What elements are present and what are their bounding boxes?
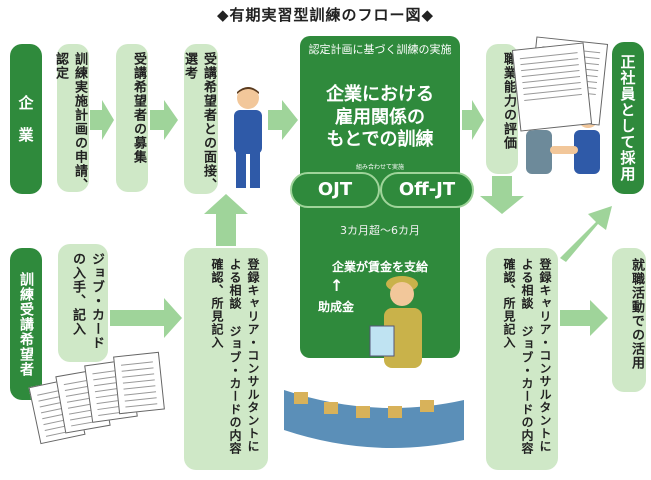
step-job-search: 就職活動での活用 [612, 248, 646, 392]
company-label: 企 業 [10, 44, 42, 194]
center-wage: 企業が賃金を支給 [331, 260, 428, 274]
arrow-evaluate-down [480, 176, 524, 214]
step-hire: 正社員として採用 [612, 42, 644, 194]
ojt-text: OJT [317, 179, 353, 200]
worker-illustration [369, 276, 422, 368]
center-heading-line2: 雇用関係の [335, 106, 425, 128]
combine-caption: 組み合わせて実施 [350, 162, 410, 171]
offjt-text: Off-JT [398, 179, 456, 200]
step-hire-text: 正社員として採用 [618, 54, 637, 182]
jobcard-doc-4 [113, 351, 165, 415]
step-jobcard: ジョブ・カードの入手、記入 [58, 244, 108, 362]
step-consult-1: 登録キャリア・コンサルタントによる相談 ジョブ・カードの内容確認、所見記入 [184, 248, 268, 470]
step-apply-text: 訓練実施計画の申請、認定 [53, 52, 87, 192]
step-evaluate-text: 職業能力の評価 [501, 52, 516, 150]
step-recruit: 受講希望者の募集 [116, 44, 148, 192]
arrow-center-evaluate [462, 100, 484, 140]
arrow-up-hire [560, 206, 612, 262]
step-interview-text: 受講希望者との面接、選考 [182, 52, 216, 192]
step-jobcard-text: ジョブ・カードの入手、記入 [70, 252, 104, 350]
step-consult-2-text: 登録キャリア・コンサルタントによる相談 ジョブ・カードの内容確認、所見記入 [502, 258, 552, 455]
step-interview: 受講希望者との面接、選考 [182, 44, 218, 194]
center-subsidy: 助成金 [318, 300, 355, 314]
step-recruit-text: 受講希望者の募集 [131, 52, 146, 164]
up-arrow: ↑ [330, 276, 344, 295]
interviewee-illustration [234, 87, 262, 188]
center-duration: 3カ月超〜6カ月 [340, 224, 420, 237]
evaluation-doc-2 [511, 42, 593, 132]
step-consult-1-text: 登録キャリア・コンサルタントによる相談 ジョブ・カードの内容確認、所見記入 [210, 258, 260, 455]
step-apply: 訓練実施計画の申請、認定 [53, 44, 89, 192]
trainee-label: 訓練受講希望者 [10, 248, 42, 400]
step-job-search-text: 就職活動での活用 [629, 258, 644, 370]
step-consult-2: 登録キャリア・コンサルタントによる相談 ジョブ・カードの内容確認、所見記入 [486, 248, 558, 470]
center-heading-line1: 企業における [326, 84, 434, 105]
arrow-recruit-interview [150, 100, 178, 140]
ojt-badge: OJT [290, 172, 380, 208]
diagram-title: ◆有期実習型訓練のフロー図◆ [216, 6, 435, 24]
center-heading-line3: もとでの訓練 [326, 129, 434, 150]
arrow-jobcard-consult [110, 298, 182, 338]
company-label-text: 企 業 [16, 95, 35, 143]
arrow-right-job-search [560, 300, 608, 336]
arrow-apply-recruit [90, 100, 114, 140]
trainee-label-text: 訓練受講希望者 [18, 271, 34, 377]
combine-caption-text: 組み合わせて実施 [355, 164, 404, 171]
arrow-interview-center [268, 100, 298, 140]
center-subtitle: 認定計画に基づく訓練の実施 [308, 43, 452, 56]
conveyor-illustration [284, 390, 464, 448]
arrow-consult-up [204, 194, 248, 246]
offjt-badge: Off-JT [380, 172, 474, 208]
